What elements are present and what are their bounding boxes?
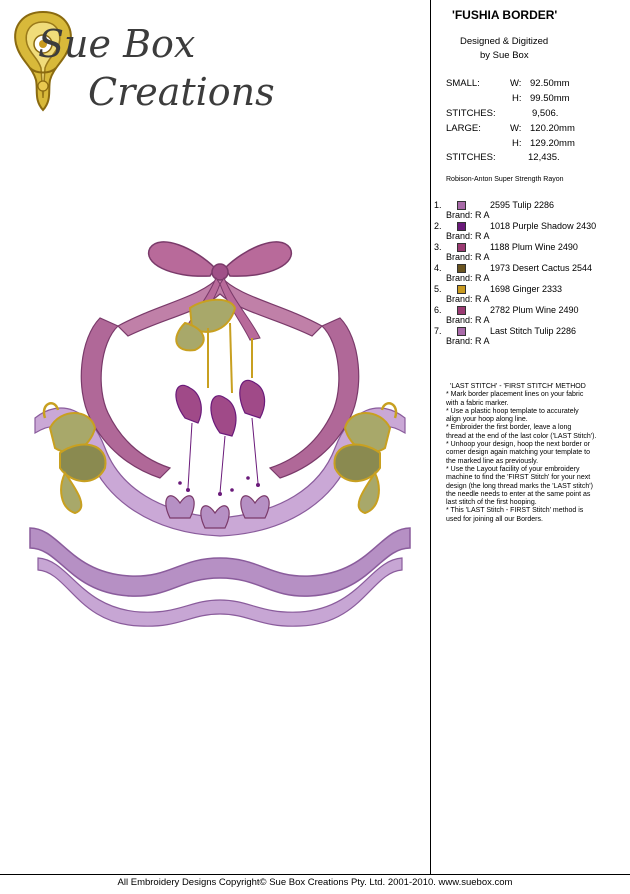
method-line: * Unhoop your design, hoop the next bord… <box>446 441 590 449</box>
credit: Designed & Digitized by Sue Box <box>460 35 548 63</box>
color-brand: Brand: R A <box>446 315 490 325</box>
thread-brand: Robison-Anton Super Strength Rayon <box>446 176 564 183</box>
color-brand: Brand: R A <box>446 252 490 262</box>
color-brand: Brand: R A <box>446 273 490 283</box>
credit-line1: Designed & Digitized <box>460 36 549 47</box>
method-line: the needle needs to enter at the same po… <box>446 490 591 498</box>
fuchsia-border-design <box>29 241 411 627</box>
color-swatch <box>457 201 466 210</box>
method-line: * Use the Layout facility of your embroi… <box>446 465 580 473</box>
color-description: 1188 Plum Wine 2490 <box>490 242 578 252</box>
method-line: align your hoop along line. <box>446 416 528 424</box>
color-description: 1973 Desert Cactus 2544 <box>490 263 593 273</box>
color-number: 6. <box>434 305 442 315</box>
column-divider <box>430 0 431 874</box>
color-description: 1698 Ginger 2333 <box>490 284 563 294</box>
large-label: LARGE: <box>446 123 481 134</box>
small-stitches-label: STITCHES: <box>446 108 496 119</box>
method-line: with a fabric marker. <box>446 399 509 407</box>
color-swatch <box>457 264 466 273</box>
color-swatch <box>457 327 466 336</box>
method-line: * Use a plastic hoop template to accurat… <box>446 407 579 415</box>
fuchsia-flowers <box>175 322 266 496</box>
color-brand: Brand: R A <box>446 294 490 304</box>
color-swatch <box>457 306 466 315</box>
design-title: 'FUSHIA BORDER' <box>452 8 558 22</box>
color-number: 4. <box>434 263 442 273</box>
logo: Sue Box Creations <box>8 8 275 118</box>
large-h-label: H: <box>512 138 522 149</box>
method-line: corner design again matching your templa… <box>446 449 590 457</box>
method-line: the marked line as previously. <box>446 457 539 465</box>
copyright-footer: All Embroidery Designs Copyright© Sue Bo… <box>117 877 513 888</box>
large-w-label: W: <box>510 123 522 134</box>
color-description: 2782 Plum Wine 2490 <box>490 305 579 315</box>
logo-line1: Sue Box <box>38 22 196 66</box>
method-heading: 'LAST STITCH' - 'FIRST STITCH' METHOD <box>450 383 586 390</box>
method-line: design (the long thread marks the 'LAST … <box>446 482 593 490</box>
method-line: thread at the end of the last color ('LA… <box>446 432 597 440</box>
small-h-label: H: <box>512 93 522 104</box>
method-line: used for joining all our Borders. <box>446 515 543 523</box>
color-swatch <box>457 243 466 252</box>
method-line: * This 'LAST Stitch - FIRST Stitch' meth… <box>446 507 584 515</box>
color-number: 7. <box>434 326 442 336</box>
color-swatch <box>457 285 466 294</box>
small-w-value: 92.50mm <box>530 78 570 89</box>
color-brand: Brand: R A <box>446 231 490 241</box>
color-description: 1018 Purple Shadow 2430 <box>490 221 597 231</box>
joining-method-notes: 'LAST STITCH' - 'FIRST STITCH' METHOD * … <box>446 383 616 524</box>
small-h-value: 99.50mm <box>530 93 570 104</box>
small-w-label: W: <box>510 78 522 89</box>
large-w-value: 120.20mm <box>530 123 575 134</box>
logo-emblem <box>14 10 72 112</box>
large-h-value: 129.20mm <box>530 138 575 149</box>
color-number: 1. <box>434 200 442 210</box>
color-number: 5. <box>434 284 442 294</box>
large-stitches-label: STITCHES: <box>446 152 496 163</box>
color-swatch <box>457 222 466 231</box>
color-number: 3. <box>434 242 442 252</box>
method-line: * Mark border placement lines on your fa… <box>446 391 584 399</box>
large-stitches-value: 12,435. <box>528 152 560 163</box>
method-line: * Embroider the first border, leave a lo… <box>446 424 572 432</box>
color-brand: Brand: R A <box>446 210 490 220</box>
small-label: SMALL: <box>446 78 480 89</box>
method-line: machine to find the 'FIRST Stitch' for y… <box>446 474 591 482</box>
credit-line2: by Sue Box <box>480 50 529 61</box>
footer-divider <box>0 874 630 875</box>
color-number: 2. <box>434 221 442 231</box>
logo-line2: Creations <box>88 70 275 114</box>
method-line: last stitch of the first hooping. <box>446 499 537 507</box>
small-stitches-value: 9,506. <box>532 108 559 119</box>
color-description: Last Stitch Tulip 2286 <box>490 326 577 336</box>
color-brand: Brand: R A <box>446 336 490 346</box>
color-description: 2595 Tulip 2286 <box>490 200 555 210</box>
